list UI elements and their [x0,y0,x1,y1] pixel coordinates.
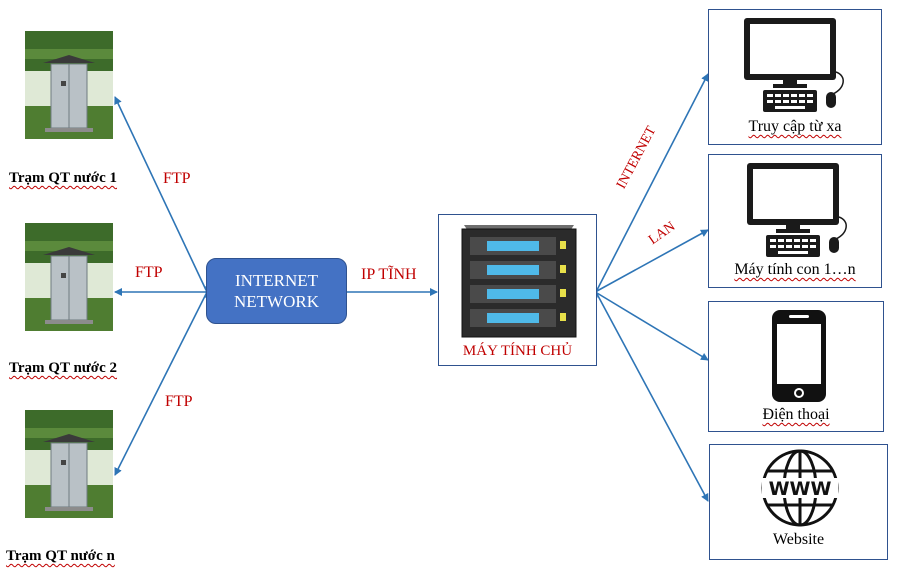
arrow-server-remote [590,73,709,299]
ftp-label-3: FTP [165,393,193,410]
svg-text:WWW: WWW [769,478,832,500]
server-rack-icon [461,225,577,338]
device-label-client-text: Máy tính con 1…n [734,261,856,278]
ip-static-label: IP TĨNH [361,266,417,283]
arrow-server-client [588,229,709,298]
device-label-phone-text: Điện thoại [762,406,830,423]
network-line-1: INTERNET [234,271,319,290]
desktop-computer-icon [744,18,844,112]
device-website: WWW Website [709,444,888,560]
main-server-node: MÁY TÍNH CHỦ [438,214,597,366]
internet-network-node: INTERNET NETWORK [206,258,347,324]
smartphone-icon [772,310,826,402]
arrow-server-phone [596,292,709,361]
desktop-computer-icon [747,163,847,257]
station-label-2: Trạm QT nước 2 [9,360,118,376]
network-line-2: NETWORK [234,292,319,311]
station-label-1: Trạm QT nước 1 [9,170,118,186]
device-client-computers: Máy tính con 1…n [708,154,882,288]
device-label-phone: Điện thoại [709,406,883,424]
device-label-client: Máy tính con 1…n [709,261,881,279]
device-phone: Điện thoại [708,301,884,432]
ftp-label-2: FTP [135,264,163,281]
arrow-server-website [596,293,709,502]
device-label-remote: Truy cập từ xa [709,118,881,136]
device-remote-access: Truy cập từ xa [708,9,882,145]
device-label-remote-text: Truy cập từ xa [748,118,842,135]
station-image-1 [25,31,113,139]
station-label-n: Trạm QT nước n [6,548,115,564]
www-globe-icon: WWW [761,449,839,527]
server-label: MÁY TÍNH CHỦ [462,343,573,359]
station-image-n [25,410,113,518]
device-label-website: Website [710,531,887,549]
station-image-2 [25,223,113,331]
arrow-network-station-n [114,285,213,476]
device-label-website-text: Website [772,531,825,548]
ftp-label-1: FTP [163,170,191,187]
arrow-network-station-1 [114,96,213,299]
